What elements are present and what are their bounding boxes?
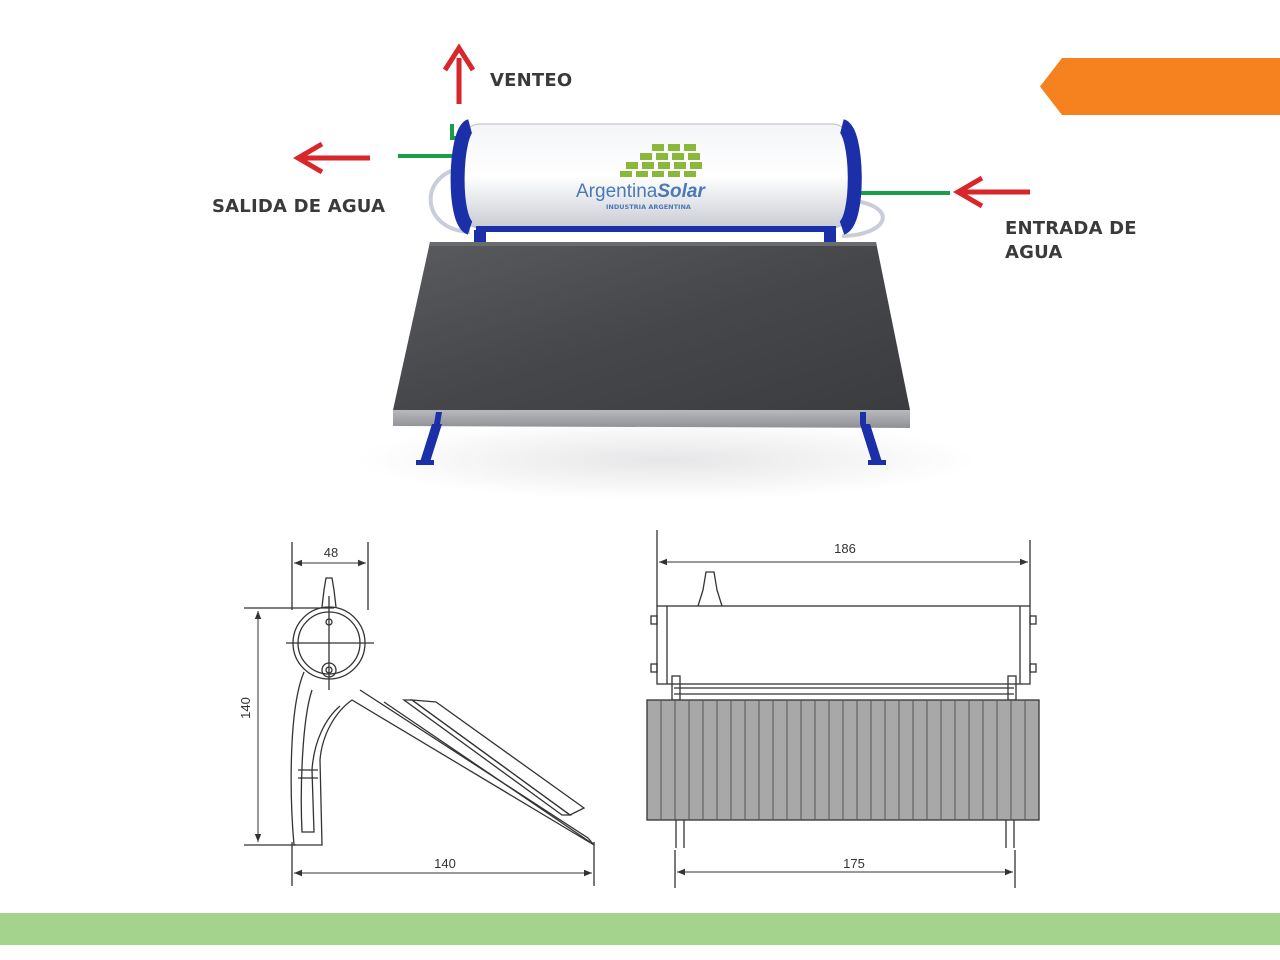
side-view-dimensions bbox=[254, 559, 592, 877]
inlet-label-line1: ENTRADA DE bbox=[1005, 218, 1137, 239]
outlet-arrow bbox=[293, 141, 370, 175]
argentina-solar-logo-mark bbox=[620, 144, 702, 177]
dim-side-top-width: 48 bbox=[324, 545, 338, 560]
right-hose bbox=[841, 198, 885, 238]
dim-side-base-width: 140 bbox=[434, 856, 456, 871]
solar-collector-panel bbox=[393, 242, 910, 428]
dim-side-height: 140 bbox=[238, 697, 253, 719]
dim-front-base-width: 175 bbox=[843, 856, 865, 871]
side-view-drawing bbox=[244, 542, 595, 886]
vent-arrow bbox=[442, 43, 476, 104]
front-collector-fins bbox=[646, 699, 1040, 821]
left-hose bbox=[428, 166, 471, 234]
dim-front-top-width: 186 bbox=[834, 541, 856, 556]
brand-tagline: INDUSTRIA ARGENTINA bbox=[606, 203, 691, 211]
front-view-dimensions bbox=[659, 558, 1028, 876]
inlet-label-line2: AGUA bbox=[1005, 242, 1063, 263]
vent-label: VENTEO bbox=[490, 70, 573, 91]
front-view-drawing bbox=[650, 530, 1037, 888]
brand-name: ArgentinaSolar bbox=[576, 181, 706, 202]
outlet-label: SALIDA DE AGUA bbox=[212, 196, 386, 217]
orange-header-tab bbox=[1040, 58, 1280, 115]
inlet-arrow bbox=[953, 175, 1030, 209]
support-legs bbox=[416, 412, 886, 465]
footer-green-bar bbox=[0, 913, 1280, 945]
